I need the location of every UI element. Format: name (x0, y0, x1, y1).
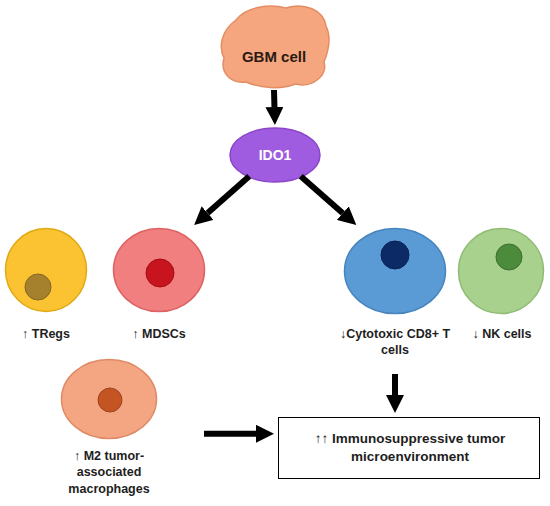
cell-body (345, 229, 446, 314)
tumor-cell-outline (216, 2, 332, 90)
node-label: ↑ MDSCs (104, 326, 214, 342)
cell-body (221, 6, 329, 88)
cd8-cell: ↓Cytotoxic CD8+ T cells (343, 227, 447, 372)
cell-nucleus (25, 274, 51, 300)
node-label: ↑ TRegs (0, 326, 98, 342)
node-label: IDO1 (229, 146, 321, 164)
cell-body (62, 360, 157, 439)
node-label: ↓Cytotoxic CD8+ T cells (325, 326, 465, 359)
outcome-box: ↑↑ Immunosuppressive tumor microenvironm… (278, 417, 540, 479)
node-label: ↓ NK cells (449, 326, 550, 342)
macrophage-cell: ↑ M2 tumor-associated macrophages (60, 358, 158, 504)
cell-body (459, 229, 544, 314)
node-label: ↑↑ Immunosuppressive tumor microenvironm… (279, 418, 541, 478)
nk-cell: ↓ NK cells (457, 227, 547, 345)
cell-nucleus (496, 244, 522, 270)
cd8-cell-outline (343, 227, 447, 315)
arrow-connector (204, 431, 256, 437)
cell-nucleus (381, 241, 409, 269)
cell-body (114, 229, 205, 312)
enzyme-ellipse: IDO1 (229, 127, 321, 183)
nk-cell-outline (457, 227, 545, 315)
mdsc-cell-outline (112, 227, 206, 313)
cell-nucleus (98, 388, 122, 412)
node-label: GBM cell (216, 47, 332, 67)
arrow-connector (392, 374, 398, 395)
macrophage-cell-outline (60, 358, 158, 440)
treg-cell: ↑ TRegs (4, 227, 88, 345)
cell-body (6, 229, 87, 312)
arrow-connector (271, 90, 277, 107)
arrow-connector (301, 176, 343, 213)
treg-cell-outline (4, 227, 88, 313)
node-label: ↑ M2 tumor-associated macrophages (54, 448, 164, 497)
cell-nucleus (146, 259, 174, 287)
tumor-cell: GBM cell (216, 2, 332, 90)
mdsc-cell: ↑ MDSCs (112, 227, 206, 345)
arrow-connector (208, 176, 250, 213)
enzyme-body (230, 128, 320, 182)
